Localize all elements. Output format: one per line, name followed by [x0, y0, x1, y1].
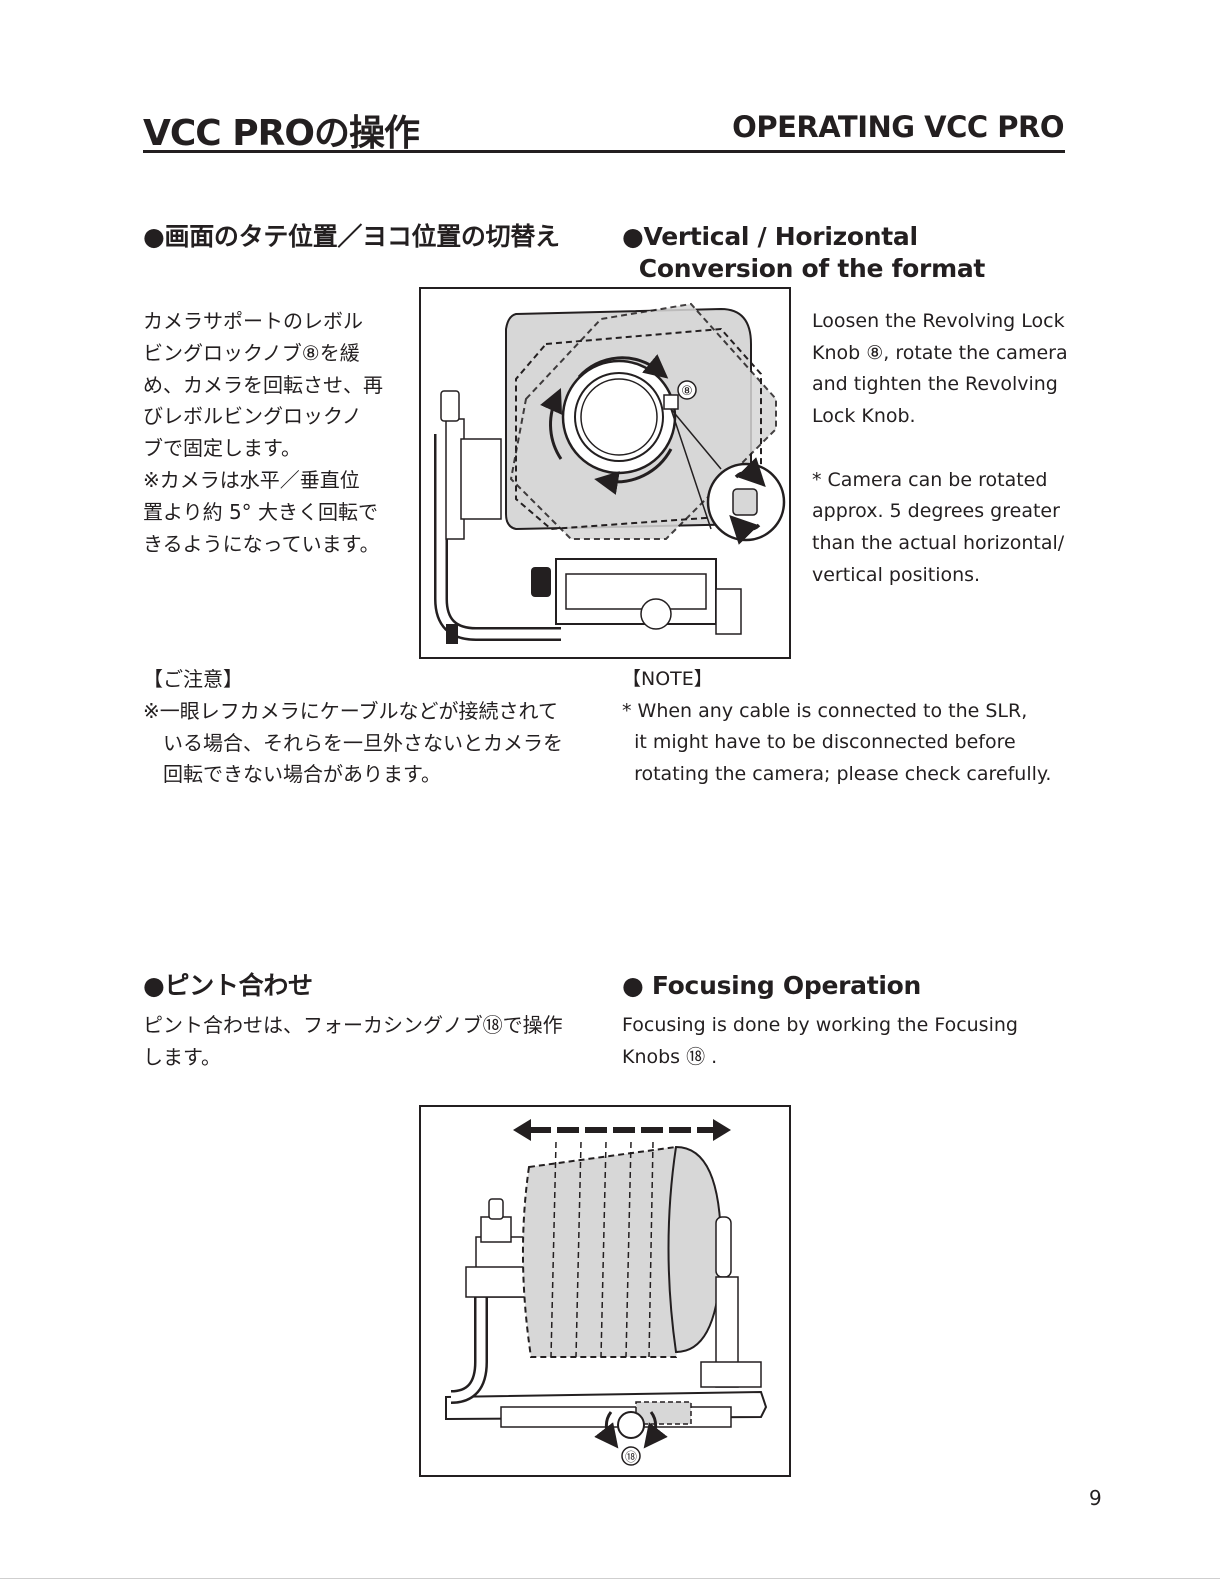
rotation-diagram: ⑧	[419, 287, 791, 659]
focusing-diagram: ⑱	[419, 1105, 791, 1477]
page-bottom-edge	[0, 1578, 1220, 1579]
focusing-knob-callout-label: ⑱	[625, 1450, 637, 1464]
page-title-jp: VCC PROの操作	[143, 113, 420, 154]
page-title-en: OPERATING VCC PRO	[732, 110, 1064, 144]
section-heading-rotation-en: ●Vertical / Horizontal Conversion of the…	[622, 222, 986, 283]
rotation-diagram-illustration: ⑧	[434, 302, 786, 644]
focusing-instructions-jp: ピント合わせは、フォーカシングノブ⑱で操作 します。	[143, 1013, 563, 1069]
title-divider	[143, 150, 1065, 153]
focusing-instructions-en: Focusing is done by working the Focusing…	[622, 1014, 1018, 1068]
section-heading-rotation-jp: ●画面のタテ位置／ヨコ位置の切替え	[143, 222, 560, 251]
rotation-instructions-en: Loosen the Revolving Lock Knob ⑧, rotate…	[812, 310, 1068, 586]
caution-note-jp: 【ご注意】 ※一眼レフカメラにケーブルなどが接続されて いる場合、それらを一旦外…	[143, 667, 563, 787]
caution-note-en: 【NOTE】 * When any cable is connected to …	[622, 668, 1052, 786]
page-number: 9	[1089, 1486, 1102, 1510]
knob-callout-label: ⑧	[681, 384, 693, 399]
section-heading-focusing-jp: ●ピント合わせ	[143, 971, 313, 1000]
focusing-diagram-illustration: ⑱	[445, 1119, 768, 1466]
rotation-instructions-jp: カメラサポートのレボル ビングロックノブ⑧を緩 め、カメラを回転させ、再 びレボ…	[143, 309, 383, 556]
section-heading-focusing-en: ● Focusing Operation	[622, 971, 922, 1000]
